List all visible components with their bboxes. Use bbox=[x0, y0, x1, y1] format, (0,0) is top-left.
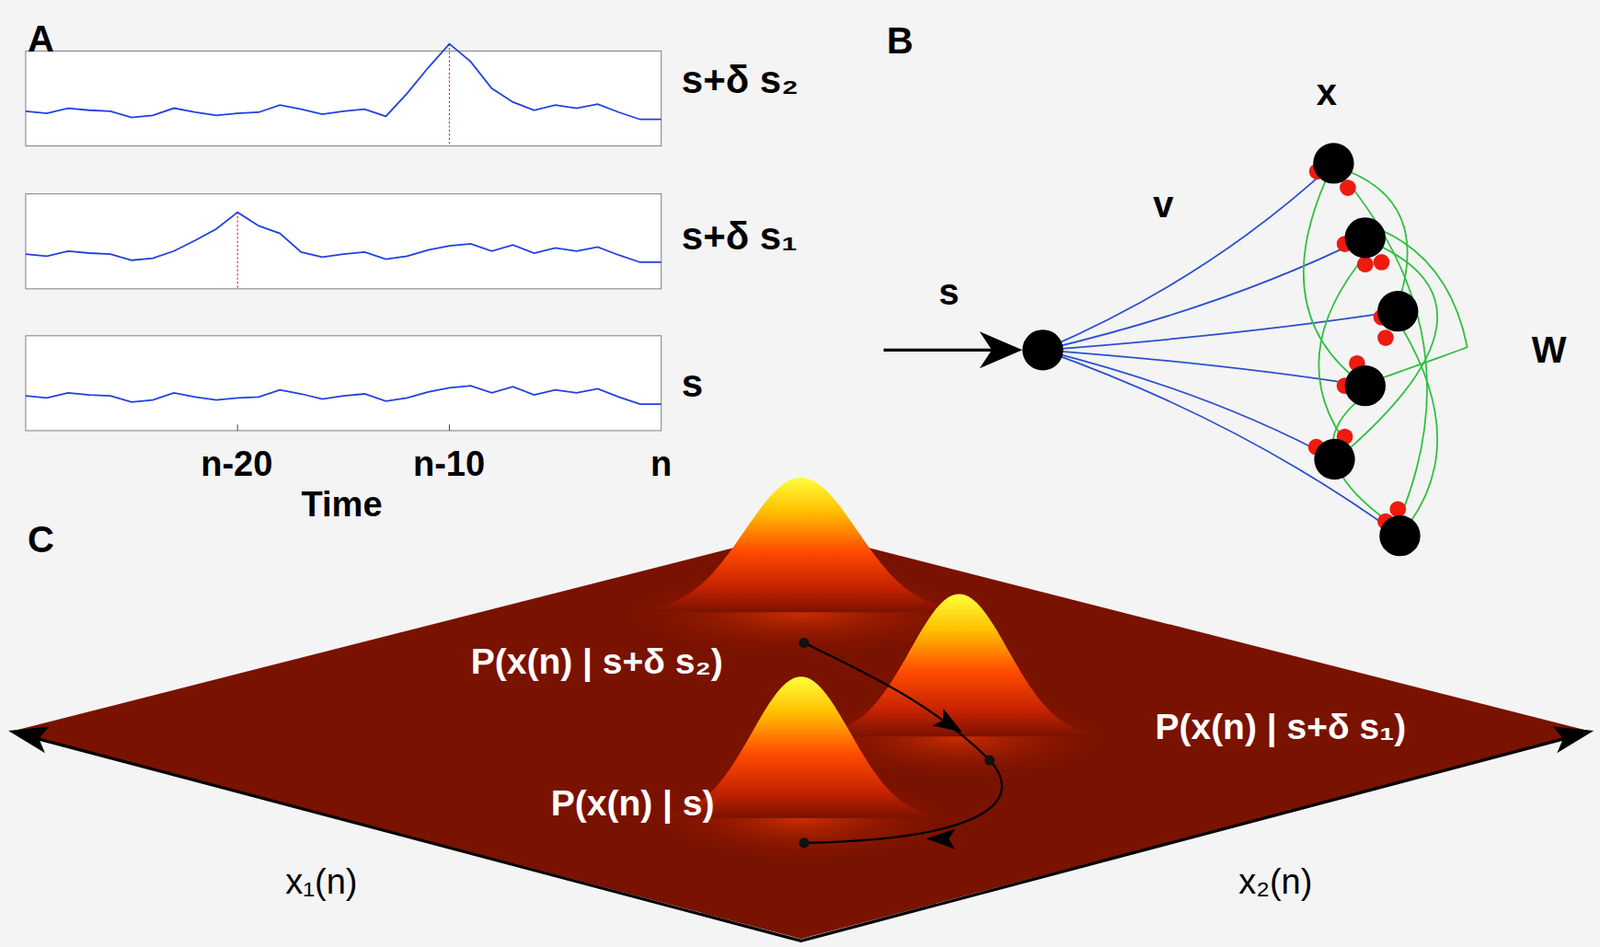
panel-a bbox=[25, 44, 662, 431]
peak-marker bbox=[448, 44, 450, 147]
panel-letter: C bbox=[27, 518, 55, 560]
distribution-label: P(x(n) | s+δ s₁) bbox=[1154, 706, 1406, 747]
plot-frame bbox=[25, 335, 662, 431]
panel-letter: A bbox=[27, 18, 55, 59]
trajectory-arrow-head bbox=[932, 708, 967, 741]
signal-trace bbox=[25, 385, 662, 404]
axis-label: x₁(n) bbox=[285, 863, 357, 902]
distribution-label: P(x(n) | s+δ s₂) bbox=[471, 641, 724, 681]
axis-title: Time bbox=[301, 485, 383, 525]
layer-label: x bbox=[1316, 71, 1337, 113]
panel-letter: B bbox=[886, 20, 914, 61]
probability-bump bbox=[587, 477, 1016, 612]
axis-label: x₂(n) bbox=[1238, 863, 1313, 902]
input-neuron bbox=[1022, 329, 1063, 370]
neuron bbox=[1312, 142, 1354, 184]
neuron bbox=[1345, 217, 1386, 258]
panel-b bbox=[883, 142, 1467, 556]
weight-label: v bbox=[1152, 184, 1174, 225]
synapse-dot bbox=[1377, 329, 1394, 346]
recurrent-weight-line bbox=[1372, 226, 1468, 380]
plot-frame bbox=[25, 50, 662, 146]
neuron bbox=[1377, 290, 1418, 332]
trajectory-arrow-head bbox=[926, 828, 956, 850]
recurrent-weight-line bbox=[1345, 178, 1428, 518]
tick-label: n-20 bbox=[200, 445, 273, 484]
signal-label: s bbox=[681, 362, 703, 405]
axis-arrow-head bbox=[8, 725, 49, 753]
recurrent-weight-line bbox=[1399, 324, 1438, 523]
input-weight-line bbox=[1042, 349, 1400, 536]
plot-frame bbox=[25, 194, 662, 289]
input-label: s bbox=[938, 271, 959, 312]
signal-trace bbox=[25, 212, 662, 263]
input-arrow-shaft bbox=[883, 348, 1005, 352]
synapse-dot bbox=[1389, 500, 1406, 518]
weight-label: W bbox=[1531, 329, 1567, 370]
signal-label: s+δ s₂ bbox=[681, 57, 799, 101]
state-axes bbox=[23, 734, 1580, 941]
neuron bbox=[1379, 515, 1420, 556]
signal-label: s+δ s₁ bbox=[681, 215, 798, 258]
synapse-dot bbox=[1357, 255, 1374, 273]
input-weight-line bbox=[1042, 162, 1334, 350]
distribution-label: P(x(n) | s) bbox=[551, 782, 715, 823]
input-arrow-head bbox=[979, 331, 1024, 369]
synapse-dot bbox=[1339, 179, 1357, 196]
neuron bbox=[1345, 365, 1386, 406]
tick-mark bbox=[448, 424, 450, 431]
signal-trace bbox=[25, 44, 662, 120]
axis-arrow-head bbox=[1553, 725, 1594, 753]
tick-label: n-10 bbox=[413, 445, 485, 484]
synapse-dot bbox=[1373, 253, 1391, 271]
trajectory-point bbox=[984, 755, 995, 766]
tick-label: n bbox=[650, 445, 672, 484]
trajectory-point bbox=[798, 637, 809, 648]
panel-c bbox=[8, 477, 1594, 941]
recurrent-weight-line bbox=[1348, 244, 1438, 449]
trajectory bbox=[804, 643, 1002, 843]
peak-marker bbox=[237, 212, 239, 289]
tick-mark bbox=[237, 424, 239, 431]
trajectory-point bbox=[798, 837, 809, 848]
input-weight-line bbox=[1042, 310, 1398, 350]
recurrent-weight-line bbox=[1303, 178, 1353, 376]
neuron bbox=[1313, 438, 1355, 480]
